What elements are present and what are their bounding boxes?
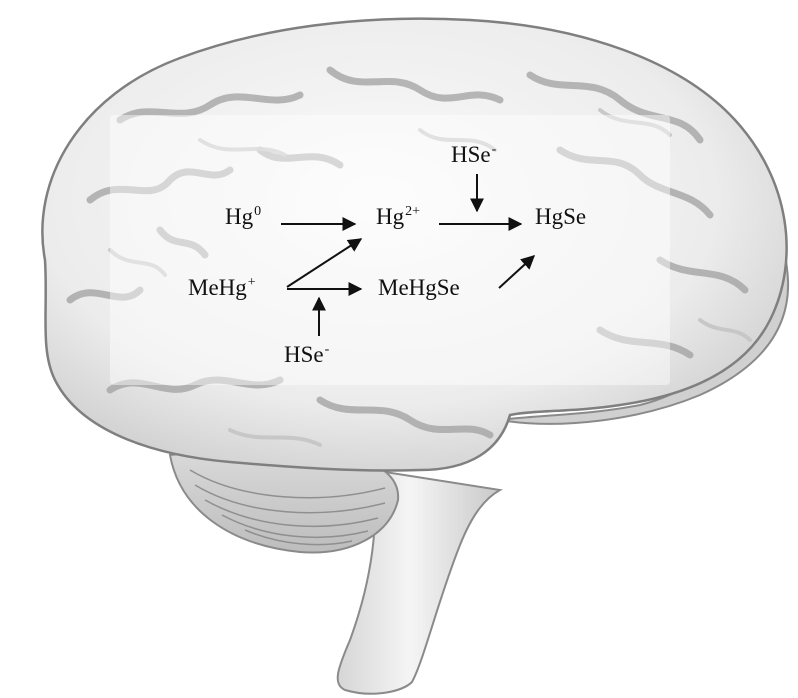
species-hg0: Hg0 bbox=[225, 205, 261, 228]
species-hgse: HgSe bbox=[535, 205, 587, 228]
species-mehg: MeHg+ bbox=[188, 276, 256, 299]
species-hg2plus: Hg2+ bbox=[376, 205, 420, 228]
species-mehgse: MeHgSe bbox=[378, 276, 461, 299]
species-hse-bottom: HSe- bbox=[284, 343, 329, 366]
species-hse-top: HSe- bbox=[451, 143, 496, 166]
